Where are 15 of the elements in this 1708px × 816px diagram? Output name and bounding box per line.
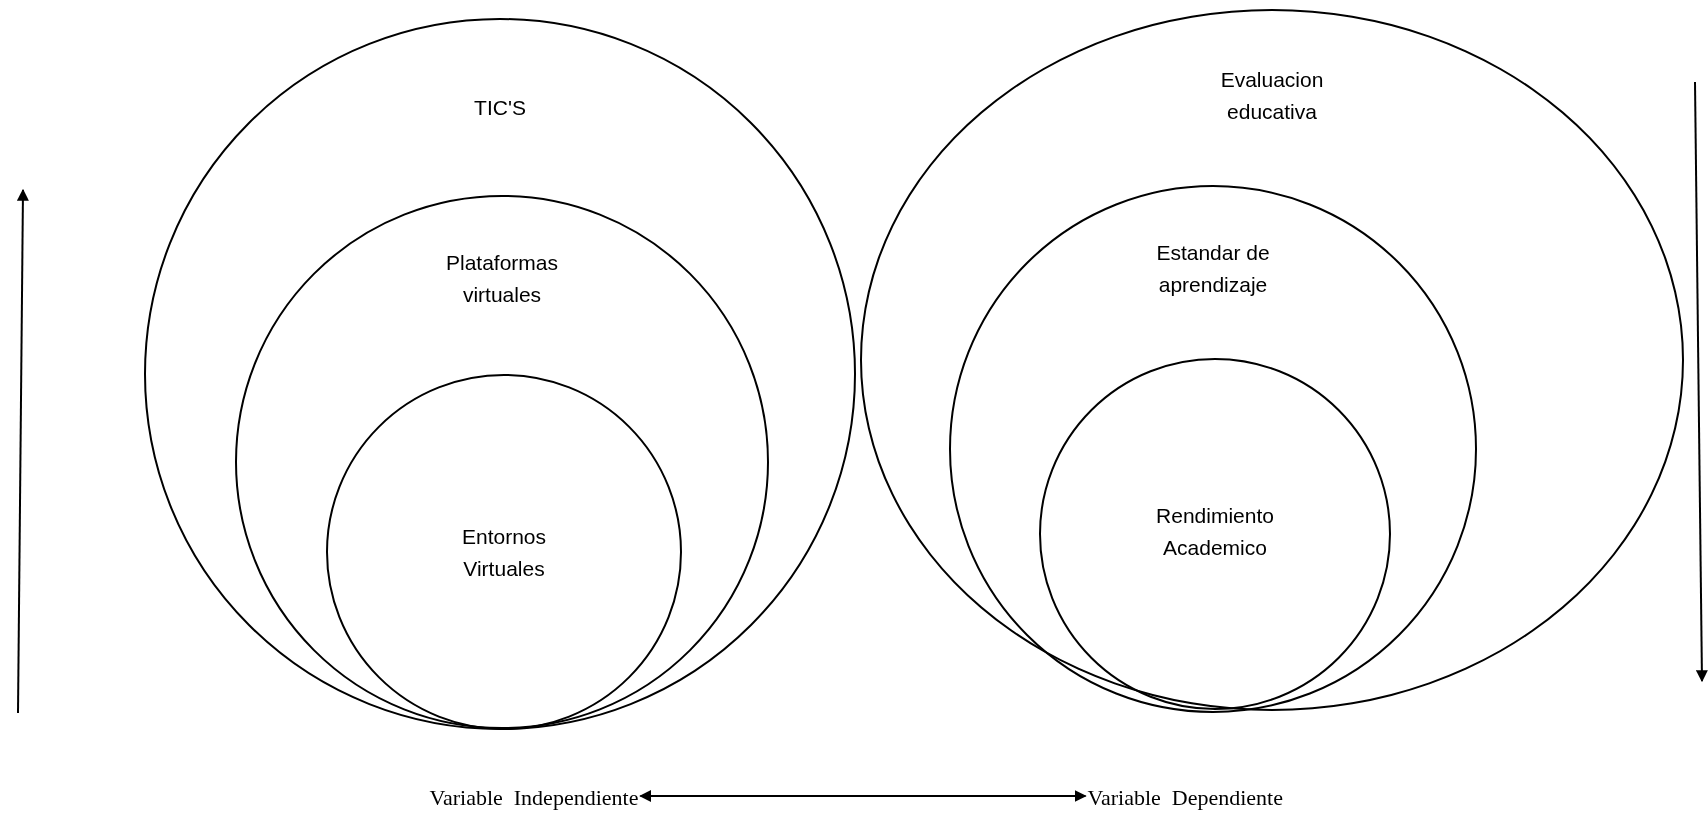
circle-label: Rendimiento Academico xyxy=(1155,503,1275,561)
variable-label: Variable Dependiente xyxy=(1087,785,1283,811)
nested-circle xyxy=(326,374,682,730)
nested-circle xyxy=(1039,358,1391,710)
nested-circle xyxy=(860,9,1684,711)
circle-label: Entornos Virtuales xyxy=(460,524,548,582)
circle-label: Estandar de aprendizaje xyxy=(1155,240,1271,298)
double-arrow xyxy=(639,790,1087,802)
circle-label: TIC'S xyxy=(473,95,527,121)
nested-circle xyxy=(235,195,769,729)
nested-circle xyxy=(144,18,856,730)
circle-label: Evaluacion educativa xyxy=(1219,67,1325,125)
nested-circle xyxy=(949,185,1477,713)
variable-label: Variable Independiente xyxy=(429,785,639,811)
circle-label: Plataformas virtuales xyxy=(444,250,559,308)
